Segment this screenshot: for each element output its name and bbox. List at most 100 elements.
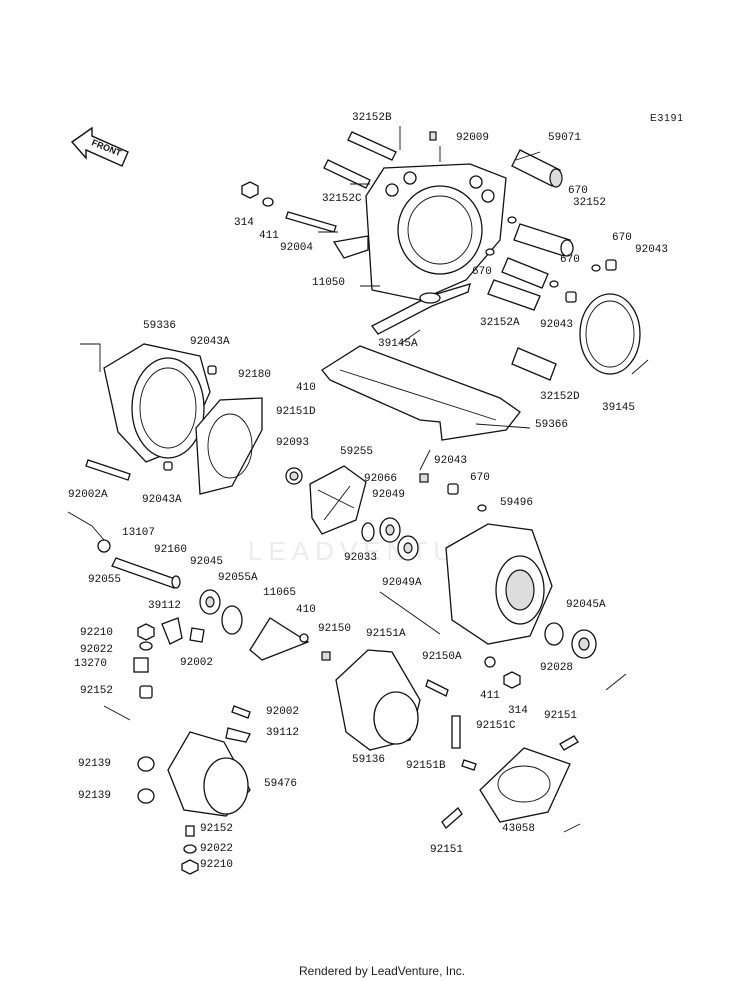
callout-39112: 39112	[266, 727, 299, 739]
callout-59366: 59366	[535, 419, 568, 431]
callout-39145: 39145	[602, 402, 635, 414]
callout-92002: 92002	[266, 706, 299, 718]
callout-32152b: 32152B	[352, 112, 392, 124]
spacer-32152	[513, 223, 574, 257]
ring-92160	[171, 575, 181, 589]
nut-314-top	[241, 181, 259, 199]
callout-92150a: 92150A	[422, 651, 462, 663]
callout-92043a: 92043A	[190, 336, 230, 348]
bolt-92151C	[451, 715, 461, 749]
callout-92151: 92151	[430, 844, 463, 856]
footer-text: Rendered by LeadVenture, Inc.	[299, 964, 465, 978]
callout-670: 670	[470, 472, 490, 484]
callout-92151a: 92151A	[366, 628, 406, 640]
callout-92139: 92139	[78, 790, 111, 802]
callout-92022: 92022	[80, 644, 113, 656]
callout-32152d: 32152D	[540, 391, 580, 403]
callout-92151c: 92151C	[476, 720, 516, 732]
callout-92004: 92004	[280, 242, 313, 254]
bolt-92002	[189, 627, 205, 643]
nut-92210	[137, 623, 155, 641]
shaft-59071	[511, 149, 563, 188]
callout-92160: 92160	[154, 544, 187, 556]
spacer-32152D	[511, 347, 557, 381]
callout-32152: 32152	[573, 197, 606, 209]
spacer-92028	[544, 622, 564, 646]
pump-cover-11050	[332, 163, 507, 301]
deflector-59476	[167, 731, 251, 817]
bolt-92002-lower	[231, 705, 251, 719]
callout-59255: 59255	[340, 446, 373, 458]
callout-92139: 92139	[78, 758, 111, 770]
bolt-92150A	[425, 679, 449, 697]
bearing-92049	[379, 517, 401, 543]
callout-92033: 92033	[344, 552, 377, 564]
cone-11065	[249, 617, 310, 661]
washer-92022	[139, 641, 153, 651]
diagram-code: E3191	[650, 113, 684, 124]
washer-411-mid	[484, 656, 496, 668]
callout-92049: 92049	[372, 489, 405, 501]
callout-92066: 92066	[364, 473, 397, 485]
bracket-39112	[161, 617, 183, 645]
seal-39145A	[371, 283, 471, 335]
washer-411-top	[262, 197, 274, 207]
ring-92055A	[221, 605, 243, 635]
callout-92151d: 92151D	[276, 406, 316, 418]
callout-59476: 59476	[264, 778, 297, 790]
callout-92043a: 92043A	[142, 494, 182, 506]
callout-410: 410	[296, 604, 316, 616]
callout-410: 410	[296, 382, 316, 394]
ring-39145	[579, 293, 641, 375]
callout-92210: 92210	[80, 627, 113, 639]
bolt-92151-bottom	[441, 807, 463, 829]
callout-92180: 92180	[238, 369, 271, 381]
bushings-92139	[137, 756, 155, 804]
callout-92022: 92022	[200, 843, 233, 855]
bearing-92045	[199, 589, 221, 615]
nozzle-59136	[335, 649, 421, 751]
callout-32152a: 32152A	[480, 317, 520, 329]
callout-92002a: 92002A	[68, 489, 108, 501]
bearing-92049A	[397, 535, 419, 561]
callout-59071: 59071	[548, 132, 581, 144]
pump-case-59496	[445, 523, 553, 645]
callout-92002: 92002	[180, 657, 213, 669]
seal-92093	[285, 467, 303, 485]
callout-411: 411	[259, 230, 279, 242]
stud-32152C	[323, 159, 371, 189]
callout-92151b: 92151B	[406, 760, 446, 772]
callout-11065: 11065	[263, 587, 296, 599]
bearing-92045A	[571, 629, 597, 659]
housing-59336	[103, 343, 211, 463]
plug-92066	[419, 473, 429, 483]
callout-92055: 92055	[88, 574, 121, 586]
callout-92043: 92043	[635, 244, 668, 256]
bolt-92004	[285, 211, 337, 233]
collar-410-mid	[299, 633, 309, 643]
callout-92055a: 92055A	[218, 572, 258, 584]
callout-92043: 92043	[540, 319, 573, 331]
callout-670: 670	[568, 185, 588, 197]
bracket-lines	[67, 126, 649, 833]
spacer-32152A	[487, 257, 549, 311]
bolt-92002A	[85, 459, 131, 481]
cover-59366	[321, 345, 521, 441]
shaft-13107	[111, 557, 179, 589]
callout-92151: 92151	[544, 710, 577, 722]
gasket-92180	[195, 397, 263, 495]
lower-hardware	[181, 825, 199, 875]
bolt-92151B	[461, 759, 477, 771]
callout-92210: 92210	[200, 859, 233, 871]
callout-59496: 59496	[500, 497, 533, 509]
callout-92152: 92152	[80, 685, 113, 697]
callout-314: 314	[508, 705, 528, 717]
callout-13107: 13107	[122, 527, 155, 539]
ring-43058	[479, 747, 571, 823]
bolt-92151-right	[559, 735, 579, 751]
callout-39145a: 39145A	[378, 338, 418, 350]
impeller-59255	[309, 465, 367, 535]
callout-92045a: 92045A	[566, 599, 606, 611]
